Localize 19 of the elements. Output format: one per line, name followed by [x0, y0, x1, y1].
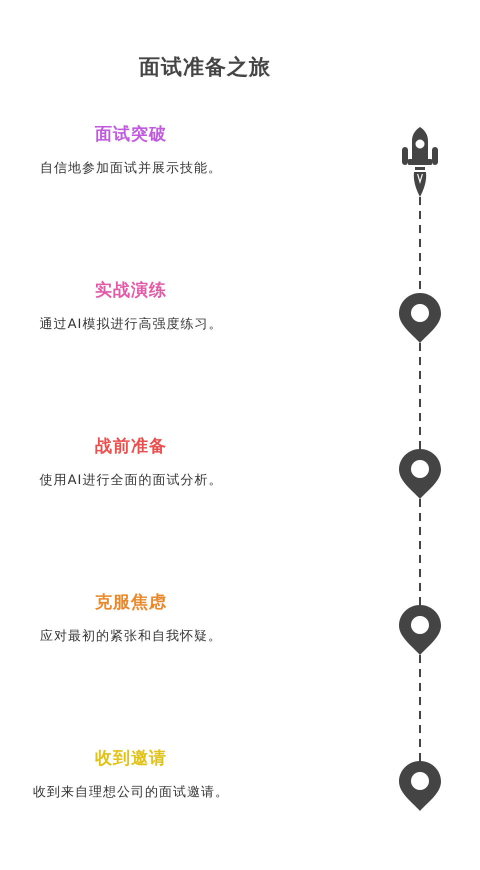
stage-description: 收到来自理想公司的面试邀请。	[33, 784, 229, 801]
dashed-line	[419, 655, 421, 761]
map-pin-icon	[399, 449, 441, 499]
stage-heading: 实战演练	[95, 280, 167, 302]
stage-description: 应对最初的紧张和自我怀疑。	[40, 628, 222, 645]
dashed-line	[419, 499, 421, 605]
stage-heading: 收到邀请	[95, 748, 167, 770]
stage-description: 通过AI模拟进行高强度练习。	[40, 316, 222, 333]
rocket-icon	[402, 127, 438, 197]
stage-description: 使用AI进行全面的面试分析。	[40, 472, 222, 489]
stage-heading: 面试突破	[95, 124, 167, 146]
stage-description: 自信地参加面试并展示技能。	[40, 160, 222, 177]
map-pin-icon	[399, 761, 441, 811]
stage-heading: 战前准备	[95, 436, 167, 458]
map-pin-icon	[399, 293, 441, 343]
map-pin-icon	[399, 605, 441, 655]
stage-heading: 克服焦虑	[95, 592, 167, 614]
dashed-line	[419, 343, 421, 449]
title: 面试准备之旅	[139, 54, 271, 81]
